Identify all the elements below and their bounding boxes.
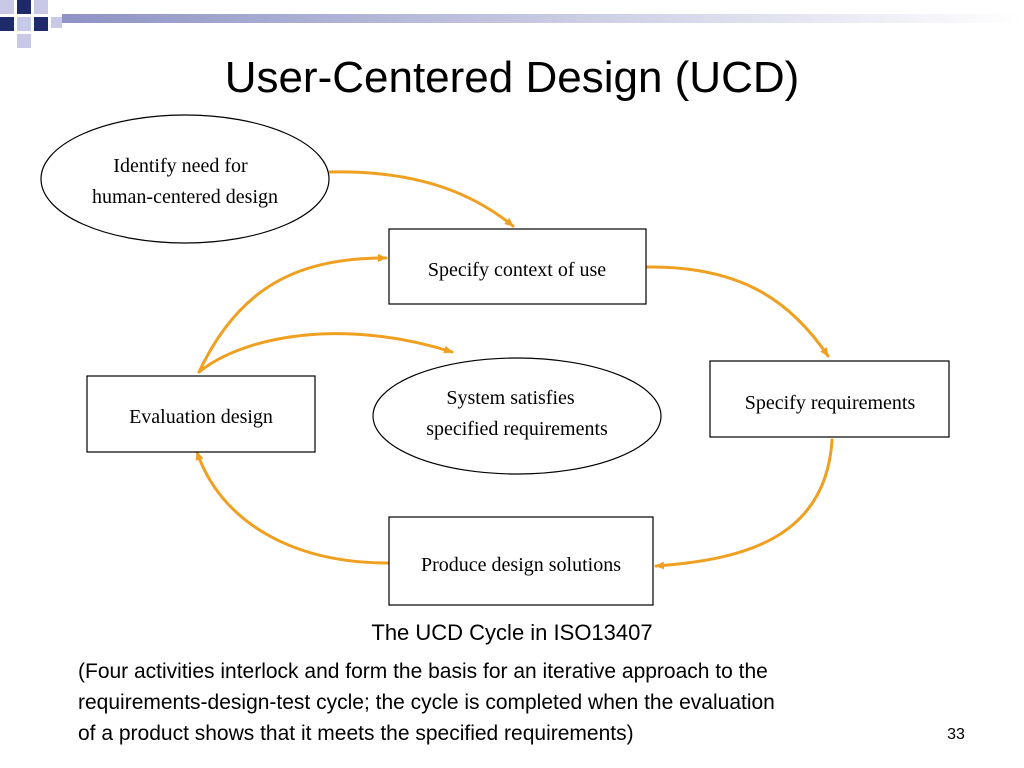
page-number: 33: [947, 726, 965, 743]
node-evaluation-design-shape: [86, 375, 316, 453]
arrow-evaluation-to-satisfies: [197, 332, 454, 374]
node-specify-requirements: Specify requirements: [709, 360, 950, 438]
cycle-arrows: [195, 170, 834, 570]
deco-square: [51, 17, 62, 28]
node-system-satisfies: System satisfies specified requirements: [372, 357, 662, 475]
node-identify-need-shape: [40, 114, 330, 244]
svg-text:Specify context of use: Specify context of use: [428, 259, 606, 281]
deco-square: [34, 17, 48, 31]
arrow-requirements-to-solutions: [654, 438, 834, 570]
deco-square: [17, 0, 31, 14]
node-system-satisfies-label: System satisfies: [446, 387, 575, 409]
svg-text:Produce design solutions: Produce design solutions: [421, 554, 621, 576]
caption-note-line: requirements-design-test cycle; the cycl…: [78, 691, 775, 714]
caption-note-line: (Four activities interlock and form the …: [78, 660, 768, 683]
arrow-identify-to-context: [328, 170, 515, 228]
arrow-solutions-to-evaluation: [195, 450, 390, 565]
node-specify-context-shape: [388, 228, 647, 305]
header-decoration: [0, 0, 1024, 48]
arrow-evaluation-to-context: [197, 254, 388, 374]
svg-text:System satisfies specifi: System satisfies specified requirements: [426, 387, 608, 440]
slide-title: User-Centered Design (UCD): [224, 53, 800, 102]
node-produce-solutions-shape: [388, 516, 654, 606]
caption-title: The UCD Cycle in ISO13407: [371, 620, 653, 645]
node-produce-solutions: Produce design solutions: [388, 516, 654, 606]
deco-square: [17, 34, 31, 48]
node-system-satisfies-shape: [372, 357, 662, 475]
deco-square: [17, 17, 31, 31]
header-gradient-bar: [62, 14, 1024, 23]
caption-note: (Four activities interlock and form the …: [78, 656, 958, 749]
deco-square: [34, 0, 48, 14]
arrow-context-to-requirements: [645, 265, 830, 358]
node-identify-need: Identify need for human-centered design: [40, 114, 330, 244]
caption-note-line: of a product shows that it meets the spe…: [78, 722, 634, 745]
svg-text:Evaluation design: Evaluation design: [129, 406, 273, 428]
node-specify-context: Specify context of use: [388, 228, 647, 305]
node-produce-solutions-label: Produce design solutions: [421, 554, 621, 576]
node-specify-requirements-label: Specify requirements: [745, 392, 916, 414]
node-specify-requirements-shape: [709, 360, 950, 438]
node-identify-need-label: Identify need for: [113, 155, 248, 177]
svg-text:Specify requirements: Specify requirements: [745, 392, 916, 414]
svg-text:Identify need for human-: Identify need for human-centered design: [92, 155, 278, 208]
deco-square: [0, 17, 14, 31]
node-specify-context-label: Specify context of use: [428, 259, 606, 281]
node-evaluation-design-label: Evaluation design: [129, 406, 273, 428]
node-identify-need-label: human-centered design: [92, 186, 278, 208]
node-system-satisfies-label: specified requirements: [426, 418, 608, 440]
node-evaluation-design: Evaluation design: [86, 375, 316, 453]
deco-square: [0, 0, 14, 14]
